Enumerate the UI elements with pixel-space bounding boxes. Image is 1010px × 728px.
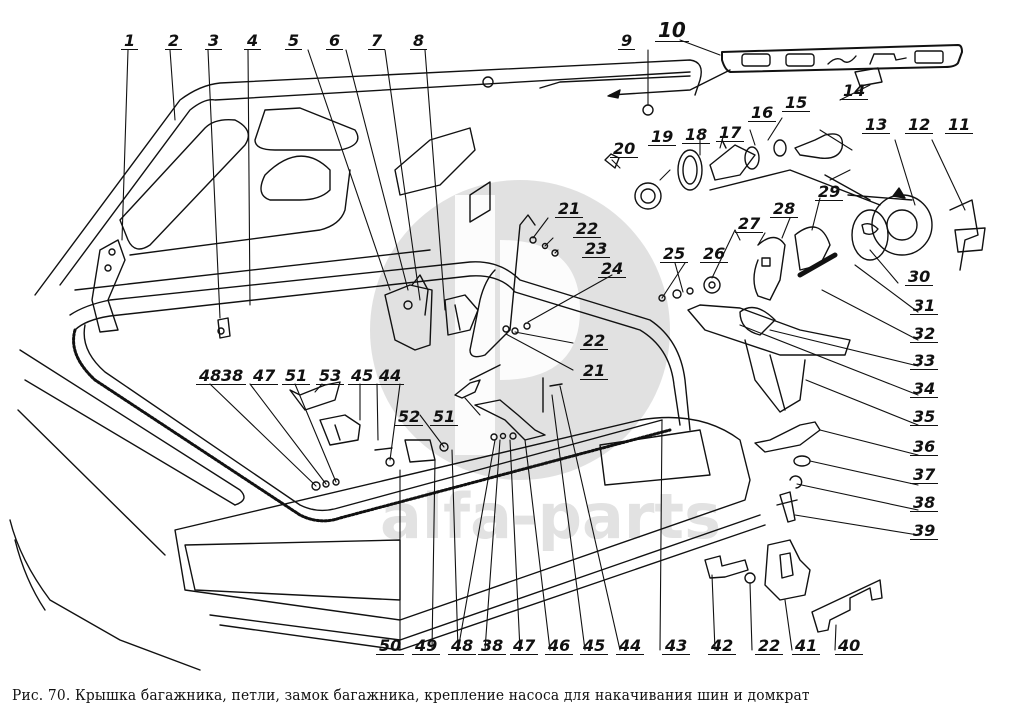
car-body	[9, 261, 766, 671]
callout-38-right: 38	[910, 494, 939, 512]
callout-23: 23	[582, 240, 611, 258]
hinge-right	[384, 274, 433, 351]
callout-20: 20	[610, 140, 639, 158]
hinge-left	[91, 239, 126, 333]
callout-51-left: 51	[282, 367, 311, 385]
latch-parts	[687, 226, 851, 523]
callout-22-mid: 22	[580, 332, 609, 350]
nameplate	[607, 44, 963, 99]
callout-21-mid: 21	[580, 362, 609, 380]
callout-40: 40	[835, 637, 864, 655]
callout-22-top: 22	[573, 220, 602, 238]
callout-44-left: 44	[376, 367, 405, 385]
callout-33: 33	[910, 352, 939, 370]
callout-12: 12	[905, 116, 934, 134]
callout-15: 15	[782, 94, 811, 112]
torsion-bar	[444, 214, 536, 358]
callout-21-top: 21	[555, 200, 584, 218]
callout-25: 25	[660, 245, 689, 263]
callout-38-left: 38	[218, 367, 247, 385]
callout-42: 42	[708, 637, 737, 655]
callout-36: 36	[910, 438, 939, 456]
callout-24: 24	[598, 260, 627, 278]
callout-45-left: 45	[348, 367, 377, 385]
callout-6: 6	[326, 32, 344, 50]
callout-16: 16	[748, 104, 777, 122]
callout-43: 43	[662, 637, 691, 655]
callout-3: 3	[205, 32, 223, 50]
leader-lines	[121, 39, 966, 651]
callout-9: 9	[618, 32, 636, 50]
callout-22-bottom: 22	[755, 637, 784, 655]
callout-53: 53	[316, 367, 345, 385]
figure-caption: Рис. 70. Крышка багажника, петли, замок …	[12, 686, 810, 704]
lock-cylinder-parts	[604, 133, 986, 271]
callout-27: 27	[735, 215, 764, 233]
callout-45-bottom: 45	[580, 637, 609, 655]
callout-41: 41	[792, 637, 821, 655]
callout-30: 30	[905, 268, 934, 286]
callout-13: 13	[862, 116, 891, 134]
callout-29: 29	[815, 183, 844, 201]
callout-50: 50	[376, 637, 405, 655]
callout-49: 49	[412, 637, 441, 655]
callout-39: 39	[910, 522, 939, 540]
callout-48-left: 48	[196, 367, 225, 385]
callout-34: 34	[910, 380, 939, 398]
callout-28: 28	[770, 200, 799, 218]
callout-10: 10	[655, 20, 689, 42]
callout-19: 19	[648, 128, 677, 146]
callout-8: 8	[410, 32, 428, 50]
callout-17: 17	[716, 124, 745, 142]
callout-37: 37	[910, 466, 939, 484]
callout-7: 7	[368, 32, 386, 50]
callout-51-mid: 51	[430, 408, 459, 426]
callout-11: 11	[945, 116, 974, 134]
callout-47-bottom: 47	[510, 637, 539, 655]
callout-4: 4	[244, 32, 262, 50]
callout-38-bottom: 38	[478, 637, 507, 655]
callout-47-left: 47	[250, 367, 279, 385]
callout-26: 26	[700, 245, 729, 263]
callout-32: 32	[910, 325, 939, 343]
callout-31: 31	[910, 297, 939, 315]
callout-52: 52	[395, 408, 424, 426]
callout-2: 2	[165, 32, 183, 50]
callout-18: 18	[682, 126, 711, 144]
jack-mount-parts	[704, 539, 883, 633]
callout-44-bottom: 44	[616, 637, 645, 655]
callout-1: 1	[121, 32, 139, 50]
callout-46: 46	[545, 637, 574, 655]
trunk-lid	[34, 59, 702, 296]
callout-35: 35	[910, 408, 939, 426]
callout-5: 5	[285, 32, 303, 50]
callout-48-bottom: 48	[448, 637, 477, 655]
callout-14: 14	[840, 82, 869, 100]
